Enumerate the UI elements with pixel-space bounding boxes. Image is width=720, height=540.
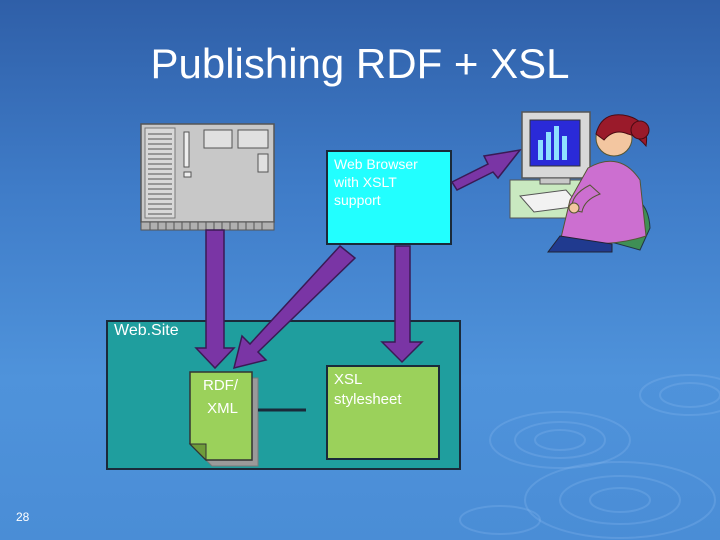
slide-title: Publishing RDF + XSL (150, 40, 570, 87)
arrow-browser-to-xsl (380, 245, 424, 364)
page-number: 28 (16, 510, 30, 524)
person-at-computer-icon (509, 111, 651, 253)
arrow-browser-to-person (450, 148, 522, 191)
xsl-stylesheet-box (326, 365, 440, 460)
xsl-stylesheet-label: XSL stylesheet (334, 371, 402, 408)
arrow-browser-to-rdf (232, 244, 357, 370)
website-label: Web.Site (114, 322, 179, 339)
document-icon (188, 371, 259, 467)
arrow-server-to-rdf (194, 229, 236, 370)
web-browser-label: Web Browser with XSLT support (334, 156, 418, 208)
server-icon (140, 123, 275, 231)
web-browser-box (326, 150, 452, 245)
rdf-xml-label: RDF/ XML (203, 377, 238, 417)
